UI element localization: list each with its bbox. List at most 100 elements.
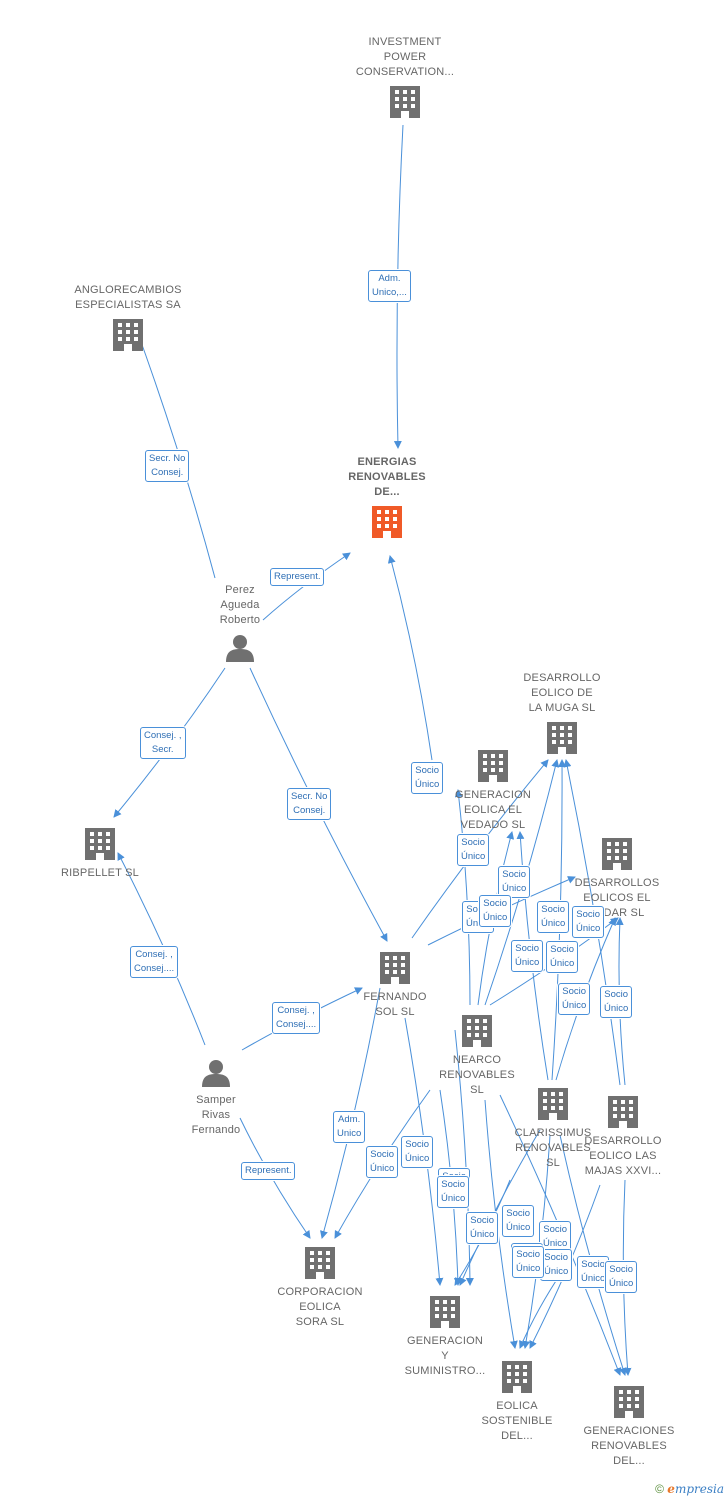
node-label-line: SOL SL: [375, 1006, 415, 1018]
node-rib[interactable]: RIBPELLET SL: [35, 866, 165, 881]
edge-label-text: Represent.: [245, 1165, 292, 1176]
edge-label-e4[interactable]: Consej. ,Secr.: [140, 727, 186, 759]
node-label-line: DESARROLLO: [584, 1135, 662, 1147]
edge-label-text: Consej....: [276, 1019, 317, 1030]
edge-line: [387, 555, 433, 761]
node-label-line: DESARROLLOS: [574, 877, 660, 889]
edge-label-e9[interactable]: Represent.: [241, 1162, 296, 1180]
edge-label-text: Único: [441, 1193, 466, 1204]
building-icon[interactable]: [602, 838, 632, 870]
edge-label-e6[interactable]: Consej. ,Consej....: [130, 946, 179, 978]
building-icon[interactable]: [85, 828, 115, 860]
node-label-line: SORA SL: [295, 1316, 345, 1328]
person-icon[interactable]: [202, 1060, 230, 1087]
edge-label-text: Socio: [506, 1208, 531, 1219]
node-label-line: GENERACION: [455, 789, 531, 801]
edge-label-text: Consej. ,: [135, 949, 173, 960]
building-icon[interactable]: [390, 86, 420, 118]
edge-label-e8[interactable]: Adm.Unico: [333, 1111, 366, 1143]
edge-label-text: Consej. ,: [277, 1005, 315, 1016]
edge-label-text: Socio: [502, 869, 527, 880]
edge-label-text: Socio: [562, 986, 587, 997]
edge-label-e7[interactable]: Consej. , Consej....: [272, 1002, 321, 1034]
building-icon[interactable]: [430, 1296, 460, 1328]
edge-label-text: Único: [461, 851, 486, 862]
node-label-line: EOLICA: [496, 1400, 538, 1412]
edge-label-text: Socio: [461, 837, 486, 848]
edge-label-text: Único: [502, 883, 527, 894]
edge-label-e3[interactable]: Represent.: [270, 568, 325, 586]
building-icon[interactable]: [380, 952, 410, 984]
edge-label-text: Único: [544, 1266, 569, 1277]
person-icon[interactable]: [226, 635, 254, 662]
edge-label-text: Socio: [604, 989, 629, 1000]
edge-label-text: Socio: [516, 1249, 541, 1260]
building-icon[interactable]: [113, 319, 143, 351]
building-icon[interactable]: [478, 750, 508, 782]
edge-label-e1[interactable]: Adm.Unico,...: [368, 270, 411, 302]
node-label-line: DE...: [374, 486, 400, 498]
footer-brand: © empresia: [655, 1482, 724, 1496]
edge-label-text: Único: [516, 1263, 541, 1274]
edge-label-text: Consej.: [293, 805, 326, 816]
node-label-line: SL: [470, 1084, 484, 1096]
edge-label-text: Socio: [441, 1179, 466, 1190]
building-icon[interactable]: [462, 1015, 492, 1047]
node-label-line: INVESTMENT: [368, 36, 442, 48]
node-label-line: Y: [441, 1350, 449, 1362]
building-icon[interactable]: [608, 1096, 638, 1128]
node-label-line: EOLICA: [299, 1301, 341, 1313]
building-icon[interactable]: [538, 1088, 568, 1120]
edge-label-text: Único: [541, 918, 566, 929]
node-label-line: DEL...: [501, 1430, 533, 1442]
building-icon[interactable]: [305, 1247, 335, 1279]
edge-label-text: Secr. No: [149, 453, 186, 464]
building-icon[interactable]: [547, 722, 577, 754]
edge-label-text: Adm.: [378, 273, 401, 284]
building-icon[interactable]: [372, 506, 402, 538]
building-icon[interactable]: [614, 1386, 644, 1418]
edge-label-text: Único: [506, 1222, 531, 1233]
node-label-line: POWER: [383, 51, 427, 63]
node-label-line: SOSTENIBLE: [481, 1415, 553, 1427]
node-esd[interactable]: EOLICA SOSTENIBLE DEL...: [452, 1399, 582, 1444]
node-label-line: Agueda: [220, 599, 260, 611]
node-label-line: ESPECIALISTAS SA: [75, 299, 181, 311]
edge-label-text: Unico: [337, 1128, 362, 1139]
